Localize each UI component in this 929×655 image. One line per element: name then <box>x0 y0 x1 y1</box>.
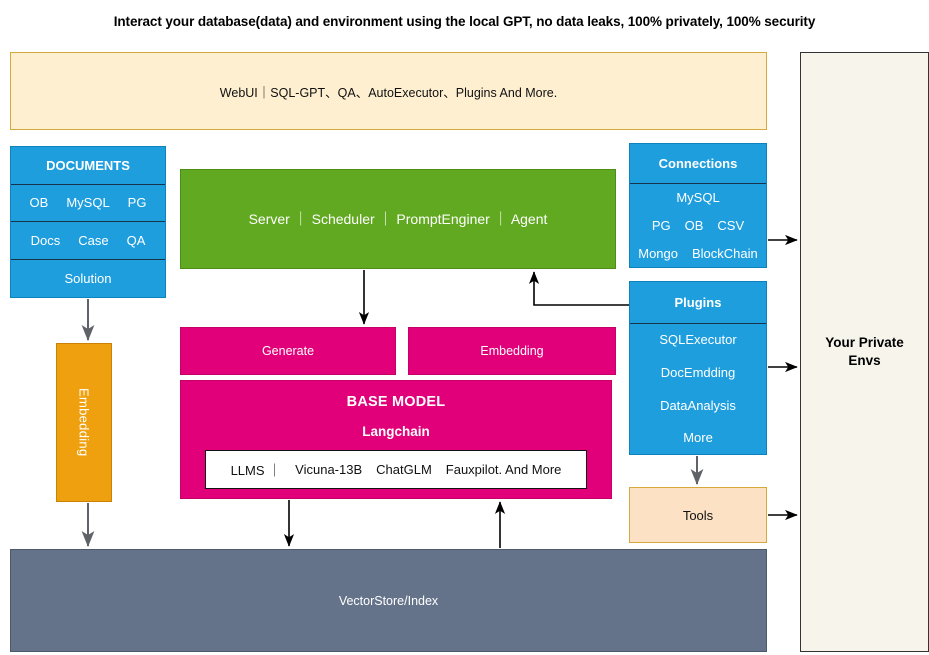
private-envs-panel: Your Private Envs <box>800 52 929 652</box>
embedding-box: Embedding <box>408 327 616 375</box>
webui-banner: WebUI｜SQL-GPT、QA、AutoExecutor、Plugins An… <box>10 52 767 130</box>
plugins-item-dataanalysis: DataAnalysis <box>660 397 736 413</box>
embedding-pipeline-label: Embedding <box>76 388 92 457</box>
plugins-header: Plugins <box>630 282 766 324</box>
server-panel: Server ｜ Scheduler ｜ PromptEnginer ｜ Age… <box>180 169 616 269</box>
base-model-title: BASE MODEL <box>346 394 446 410</box>
documents-item-qa: QA <box>126 232 146 248</box>
vectorstore-panel: VectorStore/Index <box>10 549 767 652</box>
llm-chatglm: ChatGLM <box>376 462 432 477</box>
connections-row-2: PG OB CSV <box>630 211 766 239</box>
llm-fauxpilot: Fauxpilot. And More <box>445 462 562 477</box>
documents-item-ob: OB <box>29 195 49 211</box>
connections-item-mysql: MySQL <box>676 190 720 206</box>
embedding-label: Embedding <box>480 344 544 358</box>
documents-row-solution: Solution <box>11 260 165 297</box>
documents-item-mysql: MySQL <box>66 195 110 211</box>
vectorstore-label: VectorStore/Index <box>338 593 439 608</box>
connections-row-3: Mongo BlockChain <box>630 239 766 267</box>
documents-item-pg: PG <box>127 195 147 211</box>
page-title: Interact your database(data) and environ… <box>113 14 816 29</box>
webui-label: WebUI｜SQL-GPT、QA、AutoExecutor、Plugins An… <box>219 85 558 100</box>
generate-label: Generate <box>261 344 315 358</box>
llm-vicuna: Vicuna-13B <box>295 462 363 477</box>
documents-panel: DOCUMENTS OB MySQL PG Docs Case QA Solut… <box>10 146 166 298</box>
base-model-llm-strip: LLMS ｜ Vicuna-13B ChatGLM Fauxpilot. And… <box>205 450 587 489</box>
connections-item-mongo: Mongo <box>638 245 678 261</box>
plugins-item-more: More <box>683 430 713 446</box>
connections-row-1: MySQL <box>630 184 766 212</box>
generate-box: Generate <box>180 327 396 375</box>
base-model-subtitle: Langchain <box>362 424 430 439</box>
documents-row-databases: OB MySQL PG <box>11 185 165 222</box>
server-label: Server ｜ Scheduler ｜ PromptEnginer ｜ Age… <box>248 211 548 227</box>
documents-item-docs: Docs <box>30 232 61 248</box>
connections-item-pg: PG <box>651 217 671 233</box>
connections-header: Connections <box>630 144 766 184</box>
tools-box: Tools <box>629 487 767 543</box>
plugins-item-sqlexecutor: SQLExecutor <box>659 332 737 348</box>
plugins-item-docemdding: DocEmdding <box>660 364 736 380</box>
embedding-pipeline-box: Embedding <box>56 343 112 502</box>
tools-label: Tools <box>682 507 714 523</box>
private-envs-line1: Your Private <box>825 334 904 350</box>
documents-item-case: Case <box>78 232 109 248</box>
documents-row-content: Docs Case QA <box>11 222 165 260</box>
documents-item-solution: Solution <box>64 270 112 286</box>
base-model-panel: BASE MODEL Langchain LLMS ｜ Vicuna-13B C… <box>180 380 612 499</box>
connections-panel: Connections MySQL PG OB CSV Mongo BlockC… <box>629 143 767 268</box>
documents-header: DOCUMENTS <box>11 147 165 185</box>
arrow-plugins-to-server <box>528 271 629 306</box>
connections-item-ob: OB <box>684 217 704 233</box>
plugins-panel: Plugins SQLExecutor DocEmdding DataAnaly… <box>629 281 767 455</box>
connections-item-blockchain: BlockChain <box>691 245 758 261</box>
private-envs-line2: Envs <box>848 353 881 368</box>
llm-label: LLMS ｜ <box>230 463 282 478</box>
connections-item-csv: CSV <box>717 217 745 233</box>
